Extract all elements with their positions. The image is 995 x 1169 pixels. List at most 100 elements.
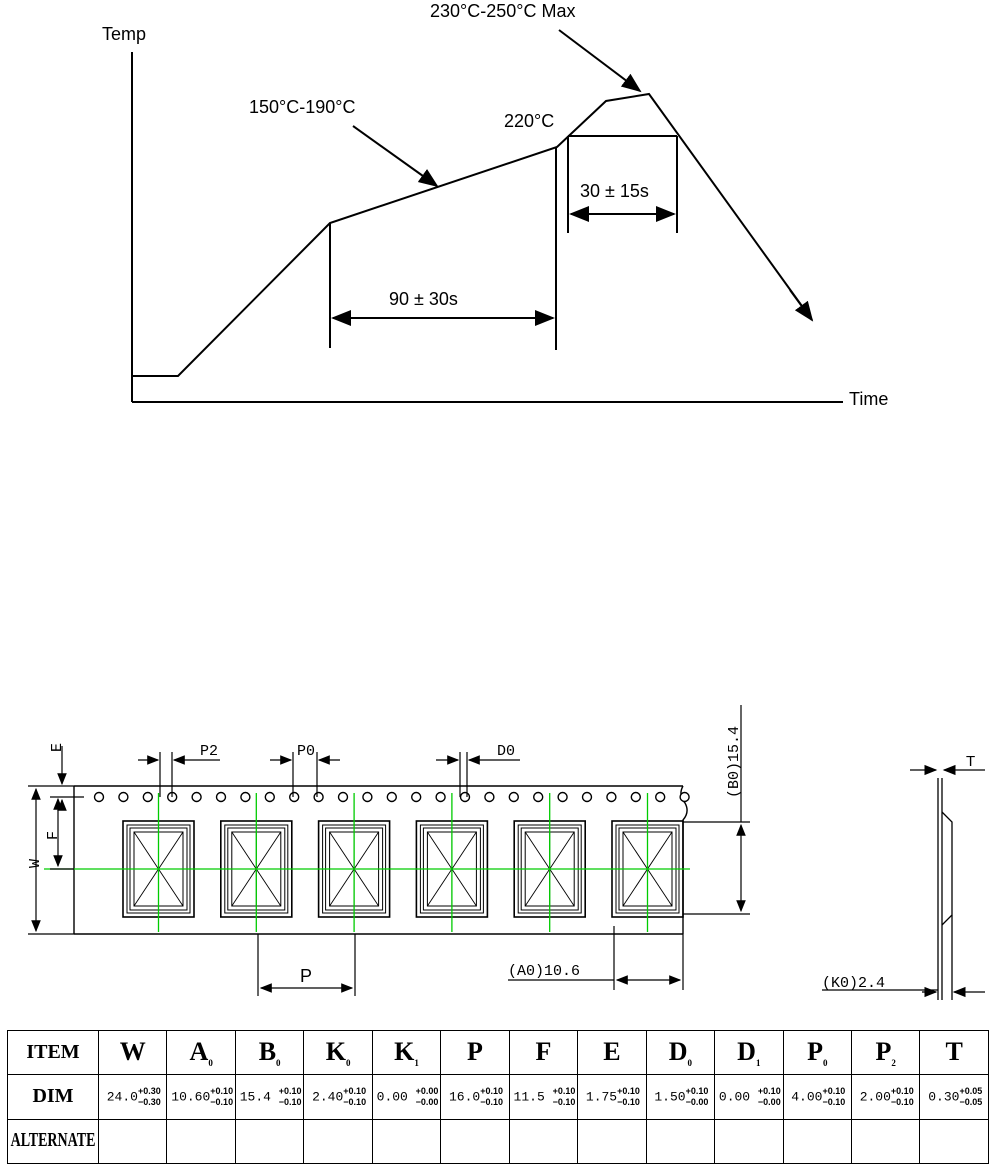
alternate-cell (166, 1118, 236, 1165)
item-cell: K0 (303, 1029, 373, 1076)
sprocket-hole (289, 791, 300, 803)
item-subscript: 0 (687, 1058, 692, 1069)
item-cell: W (97, 1029, 168, 1076)
preheat-time-label: 90 ± 30s (389, 289, 458, 309)
dim-tolerance: +0.10−0.10 (480, 1086, 503, 1108)
dim-cell: 1.75+0.10−0.10 (577, 1074, 647, 1120)
dim-tolerance: +0.10−0.10 (617, 1086, 640, 1108)
tolerance-minus: −0.30 (137, 1096, 161, 1107)
tolerance-minus: −0.00 (415, 1096, 439, 1107)
tolerance-minus: −0.05 (959, 1096, 983, 1107)
dim-cell: 15.4 +0.10−0.10 (234, 1074, 305, 1120)
alternate-cell (577, 1118, 647, 1165)
tolerance-minus: −0.10 (343, 1096, 367, 1107)
profile-labels: Temp Time 230°C-250°C Max 150°C-190°C 22… (102, 1, 888, 409)
alternate-row-label: ALTERNATE (10, 1131, 96, 1153)
sprocket-hole (435, 791, 446, 803)
sprocket-hole (191, 791, 202, 803)
item-cell: P2 (850, 1029, 921, 1076)
centerlines (44, 793, 690, 932)
p0-label: P0 (297, 743, 315, 760)
item-name: F (535, 1037, 552, 1067)
item-cell: D1 (714, 1029, 784, 1076)
dim-tolerance: +0.05−0.05 (959, 1086, 982, 1108)
item-cell: E (577, 1029, 647, 1076)
sprocket-hole (386, 791, 397, 803)
dim-tolerance: +0.10−0.00 (686, 1086, 709, 1108)
tape-right-break (680, 785, 688, 934)
item-name: B (258, 1037, 277, 1067)
peak-leader (558, 29, 642, 93)
item-subscript: 0 (822, 1058, 828, 1069)
dim-nominal: 15.4 (239, 1089, 279, 1105)
dim-nominal: 1.50 (654, 1089, 686, 1105)
dim-nominal: 10.60 (171, 1089, 211, 1105)
tolerance-plus: +0.10 (480, 1085, 503, 1096)
dim-nominal: 11.5 (513, 1089, 553, 1105)
item-cell: P (440, 1029, 510, 1076)
sprocket-hole (215, 791, 227, 803)
item-subscript: 1 (755, 1058, 761, 1069)
item-name: T (945, 1037, 963, 1067)
item-name: P (467, 1037, 483, 1067)
w-label: W (27, 859, 44, 868)
tolerance-minus: −0.10 (552, 1096, 576, 1107)
tolerance-plus: +0.10 (343, 1085, 367, 1096)
dim-nominal: 2.00 (859, 1089, 891, 1105)
item-subscript: 1 (414, 1058, 419, 1069)
f-label: F (45, 831, 62, 840)
tolerance-plus: +0.10 (278, 1085, 302, 1096)
alternate-cell (850, 1118, 921, 1165)
dim-tolerance: +0.10−0.10 (891, 1086, 914, 1108)
tolerance-minus: −0.10 (480, 1096, 503, 1107)
alternate-cell (371, 1118, 442, 1165)
item-cell: F (508, 1029, 579, 1076)
alternate-cell (508, 1118, 579, 1165)
y-axis-label: Temp (102, 24, 146, 44)
item-row-header: ITEM (7, 1029, 99, 1076)
dim-nominal: 1.75 (585, 1089, 618, 1105)
dim-nominal: 16.0 (448, 1089, 481, 1105)
sprocket-hole (606, 791, 617, 803)
item-cell: A0 (166, 1029, 236, 1076)
sprocket-hole (93, 791, 105, 803)
dim-cell: 2.00+0.10−0.10 (850, 1074, 921, 1120)
dim-cell: 0.30+0.05−0.05 (919, 1074, 989, 1120)
sprocket-hole (679, 791, 690, 803)
item-name: W (119, 1037, 146, 1067)
item-name: K (325, 1037, 346, 1067)
item-subscript: 0 (276, 1058, 281, 1069)
item-name: P (807, 1037, 823, 1067)
side-view-pocket-profile (941, 811, 953, 926)
item-cell: K1 (371, 1029, 442, 1076)
alternate-cell (97, 1118, 168, 1165)
sprocket-hole (557, 791, 568, 803)
item-name: P (875, 1037, 892, 1067)
d0-label: D0 (497, 743, 515, 760)
dim-tolerance: +0.10−0.10 (553, 1086, 576, 1108)
dim-nominal: 0.30 (928, 1089, 960, 1105)
carrier-tape: E F W P2 P0 D0 P (A0)10.6 (B0)15.4 T (K0… (27, 705, 985, 1000)
item-name: D (668, 1037, 688, 1067)
dim-cell: 11.5 +0.10−0.10 (508, 1074, 579, 1120)
tolerance-minus: −0.00 (757, 1096, 781, 1107)
tolerance-minus: −0.10 (210, 1096, 234, 1107)
preheat-leader (352, 125, 439, 188)
dim-tolerance: +0.10−0.10 (210, 1086, 233, 1108)
sprocket-hole (508, 791, 519, 803)
a0-label: (A0)10.6 (508, 963, 580, 980)
sprocket-hole (630, 791, 641, 803)
sprocket-hole (118, 791, 129, 803)
tolerance-plus: +0.10 (685, 1085, 709, 1096)
sprocket-hole (264, 791, 275, 803)
tolerance-plus: +0.00 (415, 1085, 439, 1096)
item-name: K (394, 1037, 415, 1067)
sprocket-holes (93, 791, 690, 803)
item-cell: T (919, 1029, 989, 1076)
item-cell: B0 (234, 1029, 305, 1076)
sprocket-hole (313, 791, 324, 803)
p2-label: P2 (200, 743, 218, 760)
